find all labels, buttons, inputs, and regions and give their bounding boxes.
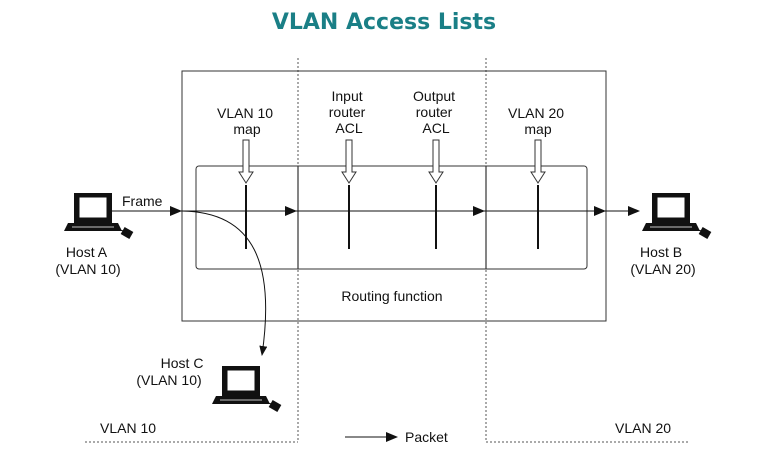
input-acl-arrow bbox=[341, 139, 357, 184]
host-b-label: Host B (VLAN 20) bbox=[630, 244, 695, 277]
vlan20-map-arrow bbox=[530, 139, 546, 184]
legend-arrow-head bbox=[386, 432, 398, 442]
arrow-to-host-b bbox=[628, 206, 640, 216]
arrow-into-vlan20 bbox=[473, 206, 485, 216]
host-c-computer-icon bbox=[211, 365, 282, 413]
vlan10-region-label: VLAN 10 bbox=[100, 420, 156, 436]
output-acl-arrow bbox=[428, 139, 444, 184]
output-acl-label: Output router ACL bbox=[413, 88, 459, 136]
vlan10-map-label: VLAN 10 map bbox=[217, 105, 277, 137]
arrow-out-pipeline bbox=[594, 206, 606, 216]
diagram-title: VLAN Access Lists bbox=[271, 10, 497, 35]
vlan10-map-arrow bbox=[238, 139, 254, 184]
bridged-path-curve bbox=[181, 210, 268, 356]
input-acl-label: Input router ACL bbox=[329, 88, 369, 136]
arrow-into-pipeline bbox=[285, 206, 297, 216]
host-b-computer-icon bbox=[641, 192, 712, 240]
vlan20-region-label: VLAN 20 bbox=[615, 420, 671, 436]
frame-label: Frame bbox=[122, 193, 163, 209]
routing-function-label: Routing function bbox=[341, 288, 442, 304]
host-c-label: Host C (VLAN 10) bbox=[136, 355, 207, 388]
pipeline-box bbox=[195, 165, 588, 270]
vlan20-map-label: VLAN 20 map bbox=[508, 105, 568, 137]
legend-packet-label: Packet bbox=[405, 429, 448, 445]
host-a-label: Host A (VLAN 10) bbox=[55, 244, 120, 277]
arrow-into-router bbox=[170, 206, 182, 216]
router-box bbox=[181, 70, 607, 322]
